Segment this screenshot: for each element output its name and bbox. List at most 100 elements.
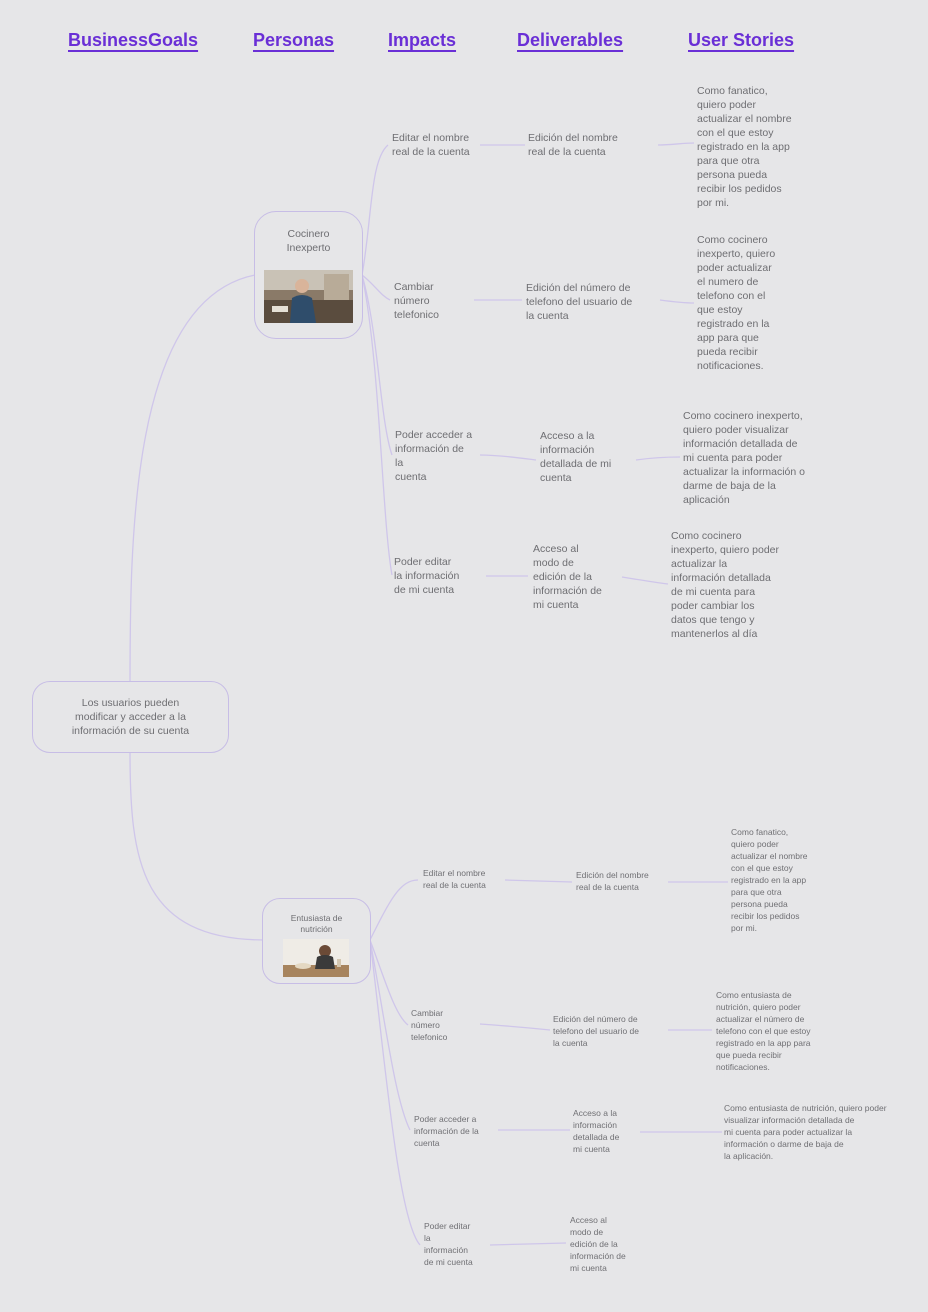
persona-node-cocinero[interactable]: Cocinero Inexperto (254, 211, 363, 339)
deliverable-p2-2[interactable]: Edición del número de telefono del usuar… (553, 1013, 639, 1049)
story-line: recibir los pedidos (731, 911, 800, 921)
deliverable-line: Acceso al (533, 543, 579, 555)
deliverable-line: información de (570, 1251, 626, 1261)
impact-line: número (394, 295, 430, 307)
deliverable-p2-3[interactable]: Acceso a la información detallada de mi … (573, 1107, 619, 1155)
story-line: persona pueda (697, 169, 768, 181)
story-line: que pueda recibir (716, 1050, 782, 1060)
deliverable-p1-1[interactable]: Edición del nombre real de la cuenta (528, 131, 618, 159)
impact-line: Cambiar (394, 281, 434, 293)
story-line: Como fanatico, (697, 85, 768, 97)
story-line: actualizar el nombre (731, 851, 808, 861)
impact-p1-1[interactable]: Editar el nombre real de la cuenta (392, 131, 470, 159)
impact-p1-4[interactable]: Poder editar la información de mi cuenta (394, 555, 459, 597)
deliverable-line: Acceso a la (540, 430, 595, 442)
story-line: visualizar información detallada de (724, 1115, 855, 1125)
story-p2-1[interactable]: Como fanatico, quiero poder actualizar e… (731, 826, 808, 934)
impact-line: Poder editar (394, 556, 452, 568)
story-line: inexperto, quiero poder (671, 544, 779, 556)
story-line: pueda recibir (697, 346, 758, 358)
deliverable-line: mi cuenta (533, 599, 579, 611)
impact-line: Editar el nombre (423, 868, 486, 878)
story-line: inexperto, quiero (697, 248, 776, 260)
story-line: información detallada de (683, 438, 798, 450)
story-line: registrado en la app para (716, 1038, 811, 1048)
impact-p1-2[interactable]: Cambiar número telefonico (394, 280, 439, 322)
story-line: app para que (697, 332, 759, 344)
story-line: actualizar la información o (683, 466, 805, 478)
nutrition-photo-image (283, 939, 349, 977)
story-line: notificaciones. (697, 360, 764, 372)
story-line: quiero poder visualizar (683, 424, 789, 436)
impact-line: Poder acceder a (395, 429, 473, 441)
story-line: persona pueda (731, 899, 788, 909)
impact-p2-4[interactable]: Poder editar la información de mi cuenta (424, 1220, 473, 1268)
story-line: actualizar la (671, 558, 728, 570)
deliverable-line: Edición del número de (526, 282, 631, 294)
impact-p1-3[interactable]: Poder acceder a información de la cuenta (395, 428, 472, 484)
business-goal-line: modificar y acceder a la (75, 711, 186, 723)
header-deliverables: Deliverables (517, 30, 624, 50)
impact-p2-3[interactable]: Poder acceder a información de la cuenta (414, 1113, 479, 1149)
story-line: poder cambiar los (671, 600, 755, 612)
story-p2-3[interactable]: Como entusiasta de nutrición, quiero pod… (724, 1102, 887, 1162)
story-line: mi cuenta para poder (683, 452, 783, 464)
deliverable-line: Acceso al (570, 1215, 607, 1225)
story-p1-3[interactable]: Como cocinero inexperto, quiero poder vi… (683, 409, 805, 507)
story-line: por mi. (697, 197, 730, 209)
deliverable-p1-3[interactable]: Acceso a la información detallada de mi … (540, 429, 611, 485)
deliverable-line: información (573, 1120, 617, 1130)
persona-label: Entusiasta de (290, 913, 343, 923)
impact-line: real de la cuenta (392, 146, 470, 158)
story-line: Como cocinero inexperto, (683, 410, 803, 422)
cook-photo-image (264, 270, 353, 323)
impact-line: Cambiar (411, 1008, 444, 1018)
deliverable-p1-4[interactable]: Acceso al modo de edición de la informac… (533, 542, 602, 612)
deliverable-line: detallada de (573, 1132, 620, 1142)
deliverable-line: información de (533, 585, 602, 597)
story-line: Como entusiasta de nutrición, quiero pod… (724, 1103, 887, 1113)
deliverable-p2-1[interactable]: Edición del nombre real de la cuenta (576, 869, 649, 893)
header-business-goals: BusinessGoals (68, 30, 199, 50)
impact-line: Poder editar (424, 1221, 471, 1231)
impact-line: de mi cuenta (394, 584, 455, 596)
story-line: notificaciones. (716, 1062, 770, 1072)
story-line: para que otra (731, 887, 782, 897)
story-line: Como entusiasta de (716, 990, 792, 1000)
story-line: nutrición, quiero poder (716, 1002, 801, 1012)
impact-p2-2[interactable]: Cambiar número telefonico (411, 1007, 447, 1043)
business-goal-node[interactable]: Los usuarios pueden modificar y acceder … (32, 681, 229, 753)
impact-p2-1[interactable]: Editar el nombre real de la cuenta (423, 867, 486, 891)
business-goal-line: Los usuarios pueden (81, 697, 180, 709)
story-line: telefono con el (697, 290, 766, 302)
impact-line: telefonico (394, 309, 439, 321)
persona-label: Cocinero (287, 228, 330, 240)
deliverable-line: edición de la (570, 1239, 618, 1249)
story-p2-2[interactable]: Como entusiasta de nutrición, quiero pod… (716, 989, 811, 1073)
story-line: que estoy (697, 304, 743, 316)
story-line: con el que estoy (731, 863, 793, 873)
story-line: Como cocinero (697, 234, 768, 246)
deliverable-line: edición de la (533, 571, 592, 583)
header-personas: Personas (253, 30, 335, 50)
story-line: información o darme de baja de (724, 1139, 844, 1149)
deliverable-line: real de la cuenta (528, 146, 606, 158)
story-line: mantenerlos al día (671, 628, 758, 640)
story-p1-2[interactable]: Como cocinero inexperto, quiero poder ac… (697, 233, 775, 373)
deliverable-line: Edición del nombre (576, 870, 649, 880)
story-line: Como fanatico, (731, 827, 789, 837)
deliverable-p2-4[interactable]: Acceso al modo de edición de la informac… (570, 1214, 626, 1274)
story-p1-1[interactable]: Como fanatico, quiero poder actualizar e… (697, 84, 792, 210)
impact-line: información (424, 1245, 468, 1255)
story-line: el numero de (697, 276, 759, 288)
impact-line: la (424, 1233, 431, 1243)
story-line: recibir los pedidos (697, 183, 782, 195)
impact-line: cuenta (395, 471, 427, 483)
deliverable-p1-2[interactable]: Edición del número de telefono del usuar… (526, 281, 632, 323)
impact-line: información de (395, 443, 464, 455)
deliverable-line: mi cuenta (573, 1144, 610, 1154)
persona-node-entusiasta[interactable]: Entusiasta de nutrición (262, 898, 371, 984)
deliverable-line: modo de (570, 1227, 604, 1237)
story-p1-4[interactable]: Como cocinero inexperto, quiero poder ac… (671, 529, 779, 641)
persona-label: Inexperto (286, 242, 331, 254)
